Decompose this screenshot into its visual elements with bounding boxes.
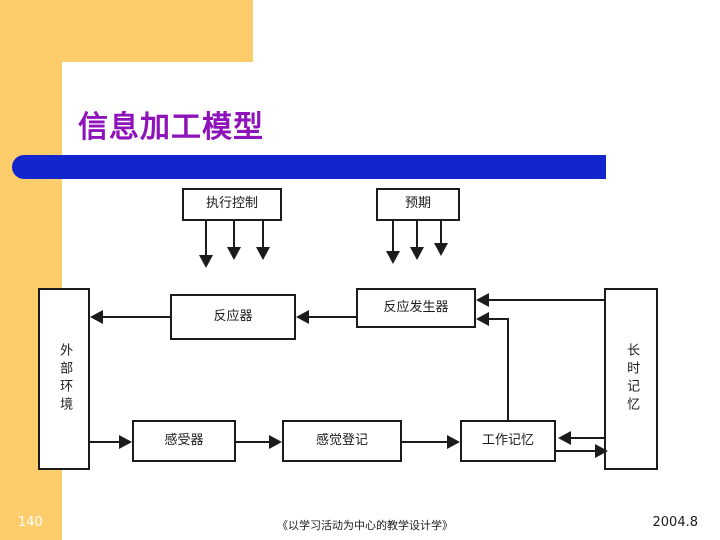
edge-exec-down-1 — [205, 221, 207, 259]
edge-ltm-to-workmem — [568, 437, 606, 439]
node-long-term-memory: 长时记忆 — [604, 288, 658, 470]
edge-exec-down-2 — [233, 221, 235, 251]
arrowhead-exec-down-3 — [256, 247, 270, 260]
node-working-memory: 工作记忆 — [460, 420, 556, 462]
edge-respgen-to-effectors — [306, 316, 356, 318]
footer-citation: 《以学习活动为中心的教学设计学》 — [277, 519, 453, 533]
page-number: 140 — [18, 515, 43, 530]
edge-exec-down-3 — [262, 221, 264, 251]
edge-effectors-to-environment — [100, 316, 170, 318]
edge-environment-to-receptors — [90, 441, 122, 443]
edge-expect-down-1 — [392, 221, 394, 255]
node-external-environment: 外部环境 — [38, 288, 90, 470]
arrowhead-expect-down-3 — [434, 243, 448, 256]
arrowhead-workmem-to-respgen — [476, 312, 489, 326]
edge-sensory-to-workmem — [402, 441, 448, 443]
edge-receptors-to-sensory — [236, 441, 272, 443]
arrowhead-to-workmem — [447, 435, 460, 449]
footer-date: 2004.8 — [652, 515, 699, 530]
arrowhead-ltm-to-workmem — [558, 431, 571, 445]
arrowhead-ltm-to-respgen — [476, 293, 489, 307]
edge-workmem-up-segment — [507, 318, 509, 420]
arrowhead-to-effectors — [296, 310, 309, 324]
arrowhead-to-sensory — [269, 435, 282, 449]
arrowhead-exec-down-2 — [227, 247, 241, 260]
arrowhead-exec-down-1 — [199, 255, 213, 268]
edge-workmem-to-respgen — [486, 318, 509, 320]
edge-workmem-to-ltm — [556, 450, 598, 452]
arrowhead-workmem-to-ltm — [595, 444, 608, 458]
edge-expect-down-3 — [440, 221, 442, 247]
arrowhead-to-receptors — [119, 435, 132, 449]
node-expectancy: 预期 — [376, 188, 460, 221]
node-receptors: 感受器 — [132, 420, 236, 462]
page-title: 信息加工模型 — [78, 110, 264, 145]
node-sensory-register: 感觉登记 — [282, 420, 402, 462]
arrowhead-expect-down-2 — [410, 247, 424, 260]
edge-ltm-to-respgen — [486, 299, 604, 301]
node-response-generator: 反应发生器 — [356, 288, 476, 328]
decor-blue-bar — [12, 155, 606, 179]
node-effectors: 反应器 — [170, 294, 296, 340]
decor-orange-top-block — [0, 0, 253, 62]
arrowhead-to-environment — [90, 310, 103, 324]
arrowhead-expect-down-1 — [386, 251, 400, 264]
edge-expect-down-2 — [416, 221, 418, 251]
node-executive-control: 执行控制 — [182, 188, 282, 221]
